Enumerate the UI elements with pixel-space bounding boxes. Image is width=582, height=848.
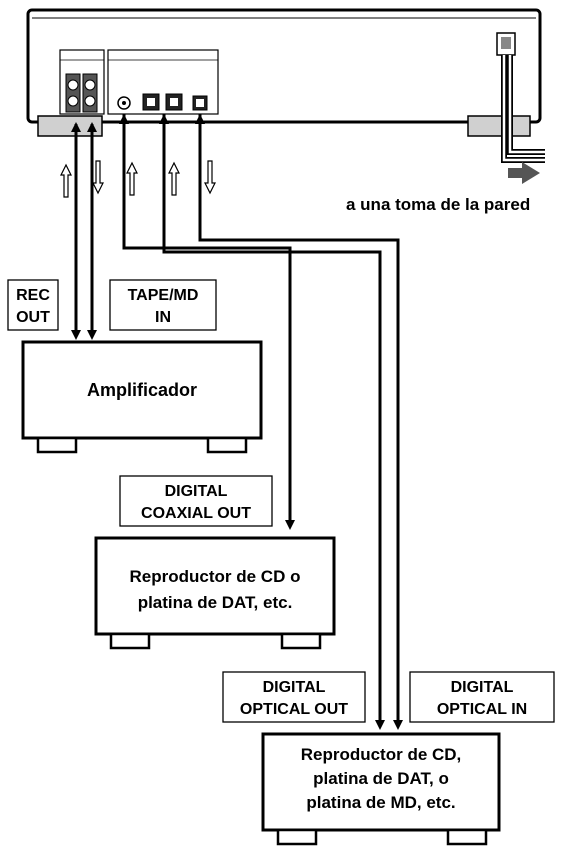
arrow-down-icon	[204, 160, 216, 195]
svg-text:DIGITAL: DIGITAL	[451, 679, 514, 696]
unit-foot-right	[467, 115, 531, 137]
digital-optical-out-label: DIGITAL OPTICAL OUT	[222, 671, 366, 723]
svg-text:platina de MD, etc.: platina de MD, etc.	[306, 793, 455, 812]
arrow-up-icon	[159, 114, 169, 124]
svg-text:DIGITAL: DIGITAL	[263, 679, 326, 696]
svg-text:COAXIAL OUT: COAXIAL OUT	[141, 505, 251, 522]
svg-text:OPTICAL IN: OPTICAL IN	[437, 701, 527, 718]
arrow-up-icon	[195, 114, 205, 124]
tape-md-in-label: TAPE/MD IN	[109, 279, 217, 331]
arrow-up-icon	[168, 161, 180, 196]
cable-coaxial	[122, 114, 292, 522]
svg-text:Reproductor de CD,: Reproductor de CD,	[301, 745, 462, 764]
power-cord	[501, 55, 545, 163]
arrow-down-icon	[92, 160, 104, 195]
digital-coaxial-out-label: DIGITAL COAXIAL OUT	[119, 475, 273, 527]
arrow-up-icon	[87, 122, 97, 132]
arrow-down-icon	[87, 330, 97, 340]
svg-text:OPTICAL OUT: OPTICAL OUT	[240, 701, 348, 718]
svg-text:platina de DAT, etc.: platina de DAT, etc.	[138, 593, 293, 612]
arrow-down-icon	[393, 720, 403, 730]
arrow-up-icon	[119, 114, 129, 124]
wall-outlet-label: a una toma de la pared	[346, 195, 530, 214]
arrow-down-icon	[71, 330, 81, 340]
cd-dat-player-box: Reproductor de CD o platina de DAT, etc.	[94, 536, 336, 650]
analog-out-l-jack	[84, 79, 96, 91]
cable-optical-out	[162, 114, 382, 722]
rec-out-label: REC OUT	[7, 279, 59, 331]
svg-text:IN: IN	[155, 309, 171, 326]
svg-text:platina de DAT, o: platina de DAT, o	[313, 769, 449, 788]
svg-text:DIGITAL: DIGITAL	[165, 483, 228, 500]
cd-dat-md-player-box: Reproductor de CD, platina de DAT, o pla…	[261, 732, 501, 846]
arrow-down-icon	[375, 720, 385, 730]
cables	[74, 114, 400, 722]
svg-text:OUT: OUT	[16, 309, 50, 326]
cable-optical-in	[198, 114, 400, 722]
arrow-up-icon	[71, 122, 81, 132]
arrow-down-icon	[285, 520, 295, 530]
analog-in-l-jack	[67, 79, 79, 91]
analog-in-r-jack	[67, 95, 79, 107]
main-unit	[26, 8, 542, 137]
arrow-up-icon	[126, 161, 138, 196]
unit-foot-left	[37, 115, 103, 137]
arrow-right-icon	[508, 162, 540, 184]
svg-text:REC: REC	[16, 287, 50, 304]
amplifier-box: Amplificador	[21, 340, 263, 454]
svg-text:Reproductor de CD o: Reproductor de CD o	[130, 567, 301, 586]
analog-out-r-jack	[84, 95, 96, 107]
svg-text:TAPE/MD: TAPE/MD	[128, 287, 199, 304]
arrow-up-icon	[60, 163, 72, 198]
digital-optical-in-label: DIGITAL OPTICAL IN	[409, 671, 555, 723]
amplifier-label: Amplificador	[87, 380, 197, 400]
